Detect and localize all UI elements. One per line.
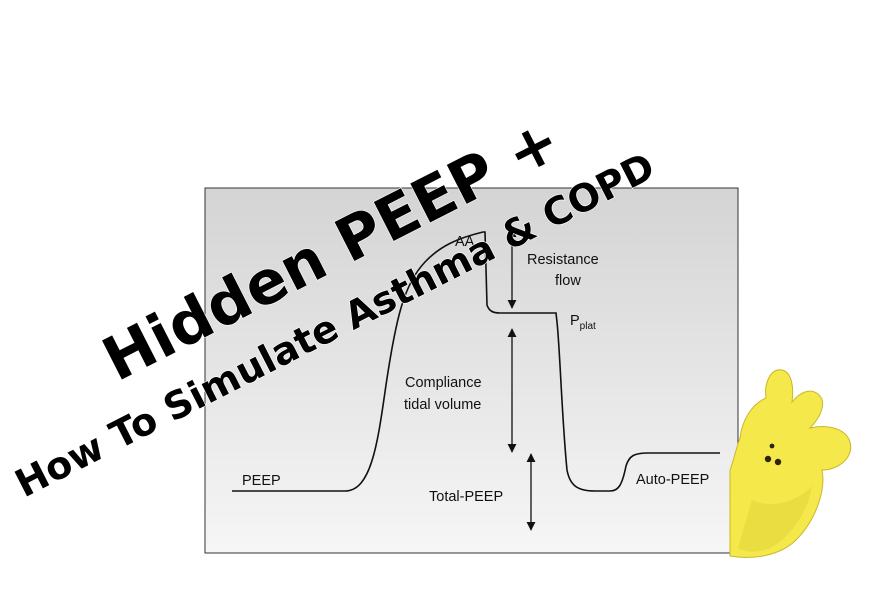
resistance-label: Resistance: [527, 252, 599, 268]
flow-label: flow: [555, 273, 581, 289]
diagram-panel: [204, 187, 739, 554]
total-peep-label: Total-PEEP: [429, 489, 503, 505]
peep-label: PEEP: [242, 473, 281, 489]
yellow-bunny-icon: [729, 369, 852, 558]
pressure-waveform-diagram: PEEP AA Resistance flow Pplat Compliance…: [204, 187, 739, 554]
auto-peep-label: Auto-PEEP: [636, 472, 709, 488]
bunny-nose: [769, 443, 775, 449]
pplat-label: Pplat: [570, 313, 596, 332]
pressure-curve: [232, 231, 720, 492]
bunny-eye-right: [774, 458, 782, 466]
tidal-volume-label: tidal volume: [404, 397, 481, 413]
peak-pressure-partial-label: AA: [455, 234, 475, 250]
compliance-label: Compliance: [405, 375, 482, 391]
bunny-eye-left: [764, 455, 772, 463]
